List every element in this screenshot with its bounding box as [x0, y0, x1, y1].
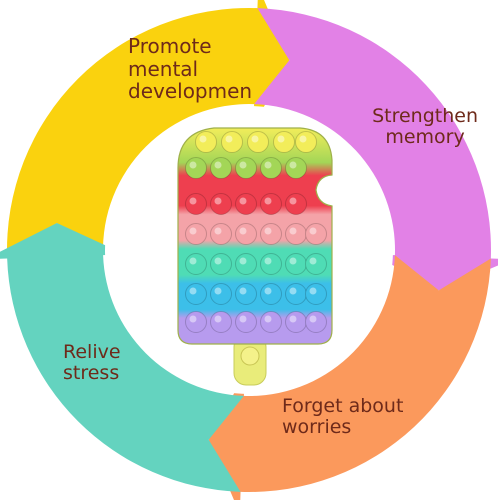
label-strengthen-memory: Strengthen memory: [372, 105, 478, 149]
bubble-highlight: [264, 315, 272, 323]
fidget-bubble: [235, 283, 257, 305]
bubble-highlight: [214, 161, 222, 169]
label-promote-mental-development: Promote mental developmen: [128, 34, 253, 104]
bubble-highlight: [239, 227, 247, 235]
fidget-bubble: [185, 283, 207, 305]
fidget-bubble: [295, 131, 317, 153]
fidget-bubble: [260, 253, 282, 275]
fidget-bubble: [285, 253, 307, 275]
fidget-bubble: [260, 223, 282, 245]
bubble-highlight: [264, 197, 272, 205]
segment-relive-stress: [0, 223, 244, 492]
bubble-highlight: [264, 257, 272, 265]
fidget-bubble: [235, 253, 257, 275]
fidget-bubble: [235, 311, 257, 333]
bubble-highlight: [189, 257, 197, 265]
fidget-bubble: [185, 193, 207, 215]
bubble-highlight: [309, 227, 317, 235]
fidget-bubble: [285, 157, 307, 179]
bubble-highlight: [189, 161, 197, 169]
bubble-highlight: [189, 197, 197, 205]
bubble-highlight: [214, 257, 222, 265]
bubble-highlight: [239, 197, 247, 205]
fidget-bubble: [285, 223, 307, 245]
bubble-highlight: [214, 227, 222, 235]
bubble-highlight: [199, 135, 207, 143]
fidget-bubble: [210, 253, 232, 275]
fidget-bubble: [210, 157, 232, 179]
bubble-highlight: [189, 287, 197, 295]
segment-forget-about-worries: [208, 255, 491, 500]
popsicle-fidget-toy: [177, 127, 333, 386]
fidget-bubble: [210, 283, 232, 305]
bubble-highlight: [289, 227, 297, 235]
bubble-highlight: [239, 161, 247, 169]
bubble-highlight: [239, 315, 247, 323]
fidget-bubble: [235, 223, 257, 245]
bubble-highlight: [214, 315, 222, 323]
fidget-bubble: [260, 283, 282, 305]
fidget-bubble: [185, 311, 207, 333]
bubble-highlight: [264, 161, 272, 169]
bubble-highlight: [309, 287, 317, 295]
fidget-bubble: [210, 193, 232, 215]
fidget-bubble: [195, 131, 217, 153]
label-relive-stress: Relive stress: [63, 341, 121, 385]
bubble-highlight: [289, 257, 297, 265]
fidget-bubble: [305, 223, 327, 245]
segment-strengthen-memory: [254, 8, 498, 291]
fidget-bubble: [210, 223, 232, 245]
bubble-highlight: [277, 135, 285, 143]
fidget-bubble: [247, 131, 269, 153]
bubble-highlight: [214, 197, 222, 205]
fidget-bubble: [305, 311, 327, 333]
bubble-highlight: [264, 227, 272, 235]
bubble-highlight: [289, 287, 297, 295]
fidget-bubble: [235, 193, 257, 215]
fidget-bubble: [235, 157, 257, 179]
fidget-bubble: [260, 311, 282, 333]
fidget-bubble: [285, 283, 307, 305]
bubble-highlight: [251, 135, 259, 143]
fidget-bubble: [185, 253, 207, 275]
fidget-bubble: [285, 193, 307, 215]
bubble-highlight: [264, 287, 272, 295]
bubble-highlight: [309, 315, 317, 323]
fidget-bubble: [185, 223, 207, 245]
fidget-bubble: [305, 283, 327, 305]
bubble-highlight: [309, 257, 317, 265]
bubble-highlight: [289, 197, 297, 205]
fidget-bubble: [260, 157, 282, 179]
segment-promote-mental-development: [7, 0, 290, 259]
bubble-highlight: [239, 257, 247, 265]
fidget-bubble: [260, 193, 282, 215]
fidget-bubble: [273, 131, 295, 153]
bubble-highlight: [299, 135, 307, 143]
bubble-highlight: [289, 315, 297, 323]
popsicle-stick-bubble: [240, 346, 260, 366]
fidget-bubble: [185, 157, 207, 179]
bubble-highlight: [289, 161, 297, 169]
fidget-bubble: [285, 311, 307, 333]
bubble-highlight: [239, 287, 247, 295]
bubble-highlight: [189, 227, 197, 235]
fidget-bubble: [305, 253, 327, 275]
bubble-highlight: [189, 315, 197, 323]
fidget-bubble: [221, 131, 243, 153]
bubble-highlight: [214, 287, 222, 295]
label-forget-about-worries: Forget about worries: [282, 395, 404, 439]
fidget-bubble: [210, 311, 232, 333]
bubble-highlight: [225, 135, 233, 143]
